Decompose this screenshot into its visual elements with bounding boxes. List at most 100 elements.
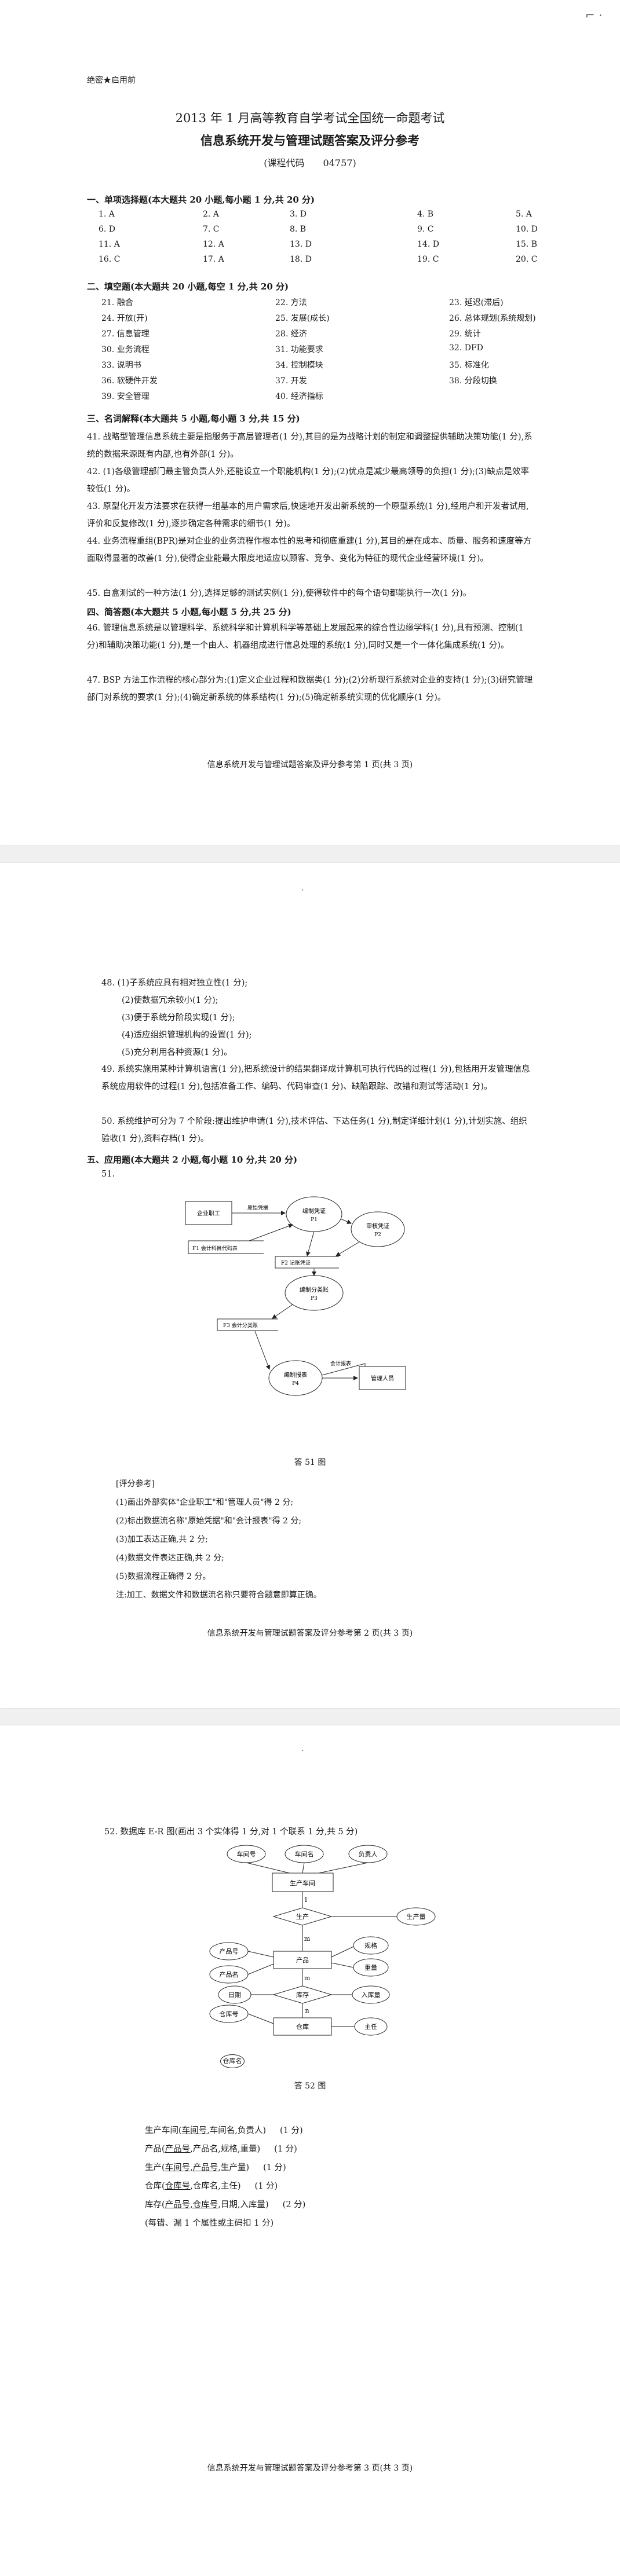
- fill-answer: 40. 经济指标: [275, 392, 323, 401]
- page-footer: 信息系统开发与管理试题答案及评分参考第 2 页(共 3 页): [207, 1629, 413, 1638]
- exam-title: 2013 年 1 月高等教育自学考试全国统一命题考试: [175, 111, 445, 125]
- attr-label: 仓库号: [220, 2010, 239, 2018]
- scoring-note: 注:加工、数据文件和数据流名称只要符合题意即算正确。: [116, 1591, 322, 1600]
- cardinality: 1: [304, 1896, 308, 1904]
- process-p3-label: 编制分类账: [300, 1286, 329, 1294]
- process-p1-label: 编制凭证: [302, 1207, 326, 1215]
- fill-answer: 24. 开放(开): [101, 314, 148, 323]
- section-1-header: 一、单项选择题(本大题共 20 小题,每小题 1 分,共 20 分): [87, 195, 315, 205]
- fill-answer: 23. 延迟(滞后): [449, 298, 504, 307]
- relation-key: 产品号,仓库号: [165, 2200, 218, 2209]
- entity-manager-box: [359, 1366, 406, 1390]
- section-4-header: 四、简答题(本大题共 5 小题,每小题 5 分,共 25 分): [87, 607, 291, 617]
- mc-answer: 18. D: [290, 255, 312, 264]
- figure-52-caption: 答 52 图: [294, 2082, 326, 2091]
- relation-key: 产品号: [165, 2145, 191, 2154]
- relation-pre: 产品(: [145, 2145, 165, 2154]
- answer-47: 47. BSP 方法工作流程的核心部分为:(1)定义企业过程和数据类(1 分);…: [87, 676, 533, 702]
- answer-48-line: (3)便于系统分阶段实现(1 分);: [122, 1013, 235, 1023]
- attr-label: 产品名: [220, 1970, 239, 1978]
- process-p1-id: P1: [311, 1217, 318, 1223]
- page-footer: 信息系统开发与管理试题答案及评分参考第 1 页(共 3 页): [207, 760, 413, 769]
- relation-pre: 生产(: [145, 2163, 165, 2172]
- process-p3-id: P3: [311, 1296, 318, 1302]
- cardinality: m: [304, 1974, 311, 1982]
- relation-pre: 生产车间(: [145, 2126, 182, 2135]
- attr-label: 重量: [364, 1963, 377, 1972]
- edge: [247, 1963, 274, 1975]
- fill-answer: 31. 功能要求: [275, 345, 323, 354]
- question-52-header: 52. 数据库 E-R 图(画出 3 个实体得 1 分,对 1 个联系 1 分,…: [104, 1827, 358, 1837]
- flow-p2-f2: [335, 1241, 360, 1256]
- figure-51-caption: 答 51 图: [294, 1458, 326, 1467]
- relation-schema: 仓库(仓库号,仓库名,主任)(1 分): [145, 2179, 278, 2192]
- mc-answer: 11. A: [99, 240, 120, 249]
- fill-answer: 26. 总体规划(系统规划): [449, 314, 536, 323]
- process-p2-label: 审核凭证: [366, 1222, 389, 1230]
- mc-answer: 16. C: [99, 255, 121, 264]
- store-f3-label: F3 会计分类账: [223, 1322, 258, 1329]
- relation-score: (1 分): [263, 2163, 286, 2172]
- answer-48-line: (4)适应组织管理机构的设置(1 分);: [122, 1031, 252, 1040]
- rel-label: 库存: [296, 1991, 309, 1999]
- fill-answer: 36. 软硬件开发: [101, 376, 158, 386]
- scoring-item: (1)画出外部实体"企业职工"和"管理人员"得 2 分;: [116, 1498, 294, 1507]
- scoring-title: [评分参考]: [116, 1479, 155, 1489]
- process-p3: [285, 1275, 344, 1311]
- fill-answer: 32. DFD: [449, 343, 483, 353]
- attr-warehouse-name: 仓库名: [220, 2054, 245, 2068]
- answer-48-line: 48. (1)子系统应具有相对独立性(1 分);: [101, 979, 248, 988]
- fill-answer: 22. 方法: [275, 298, 307, 307]
- relation-score: (1 分): [254, 2182, 278, 2191]
- flow-f1-p1: [249, 1223, 293, 1241]
- answer-44: 44. 业务流程重组(BPR)是对企业的业务流程作根本性的思考和彻底重建(1 分…: [87, 537, 532, 563]
- page-1: ⌐ · 绝密★启用前 2013 年 1 月高等教育自学考试全国统一命题考试 信息…: [0, 0, 620, 845]
- mc-answer: 19. C: [417, 255, 439, 264]
- relation-key: 车间号: [181, 2126, 207, 2135]
- relation-schema: 库存(产品号,仓库号,日期,入库量)(2 分): [145, 2198, 305, 2210]
- scoring-item: (3)加工表达正确,共 2 分;: [116, 1535, 208, 1544]
- flow-f3-p4: [254, 1331, 271, 1370]
- relation-post: ,产品名,规格,重量): [190, 2145, 261, 2154]
- fill-answer: 28. 经济: [275, 329, 307, 339]
- edge: [318, 1862, 369, 1874]
- cardinality: n: [305, 2007, 309, 2014]
- er-diagram: 车间号 车间名 负责人 生产车间 1 生产 生产量 m 产品号 产品名 产品 规…: [209, 1845, 436, 2036]
- attr-label: 生产量: [407, 1912, 426, 1921]
- relation-post: ,生产量): [218, 2163, 250, 2172]
- page-footer: 信息系统开发与管理试题答案及评分参考第 3 页(共 3 页): [207, 2464, 413, 2473]
- mc-answer: 6. D: [99, 225, 116, 234]
- relation-score: (1 分): [274, 2145, 297, 2154]
- answer-48-line: (5)充分利用各种资源(1 分)。: [122, 1048, 232, 1057]
- fill-answer: 38. 分段切换: [449, 376, 497, 386]
- answer-45: 45. 白盒测试的一种方法(1 分),选择足够的测试实例(1 分),使得软件中的…: [87, 589, 472, 598]
- corner-mark: ⌐ ·: [585, 8, 603, 22]
- mc-answer: 5. A: [516, 210, 532, 219]
- process-p4-label: 编制报表: [284, 1371, 307, 1379]
- entity-label: 仓库: [296, 2022, 309, 2031]
- flow-label-original-docs: 原始凭据: [247, 1204, 268, 1211]
- relation-post: ,仓库名,主任): [190, 2182, 241, 2191]
- section-3-header: 三、名词解释(本大题共 5 小题,每小题 3 分,共 15 分): [87, 413, 300, 424]
- confidential-label: 绝密★启用前: [87, 76, 136, 85]
- attr-label: 车间号: [237, 1850, 256, 1858]
- entity-label: 生产车间: [290, 1879, 315, 1887]
- edge: [331, 1962, 354, 1968]
- flow-p3-f3: [272, 1304, 293, 1319]
- data-flow-diagram: 企业职工 原始凭据 编制凭证 P1 审核凭证 P2 F1 会计科目代码表 F2 …: [185, 1196, 406, 1396]
- store-f1-label: F1 会计科目代码表: [192, 1245, 238, 1252]
- answer-41: 41. 战略型管理信息系统主要是指服务于高层管理者(1 分),其目的是为战略计划…: [87, 433, 533, 459]
- mc-answer: 17. A: [203, 255, 224, 264]
- mc-answer: 14. D: [417, 240, 439, 249]
- process-p2-id: P2: [374, 1232, 381, 1238]
- entity-employee-label: 企业职工: [197, 1210, 220, 1217]
- fill-answer: 30. 业务流程: [101, 345, 149, 354]
- course-code: (课程代码 04757): [264, 157, 356, 168]
- store-f2-label: F2 记账凭证: [281, 1259, 311, 1266]
- mc-answer: 10. D: [516, 225, 538, 234]
- mc-answer: 20. C: [516, 255, 538, 264]
- fill-answer: 39. 安全管理: [101, 392, 149, 401]
- mc-answer: 12. A: [203, 240, 224, 249]
- relation-pre: 库存(: [145, 2200, 165, 2209]
- relation-score: (1 分): [280, 2126, 303, 2135]
